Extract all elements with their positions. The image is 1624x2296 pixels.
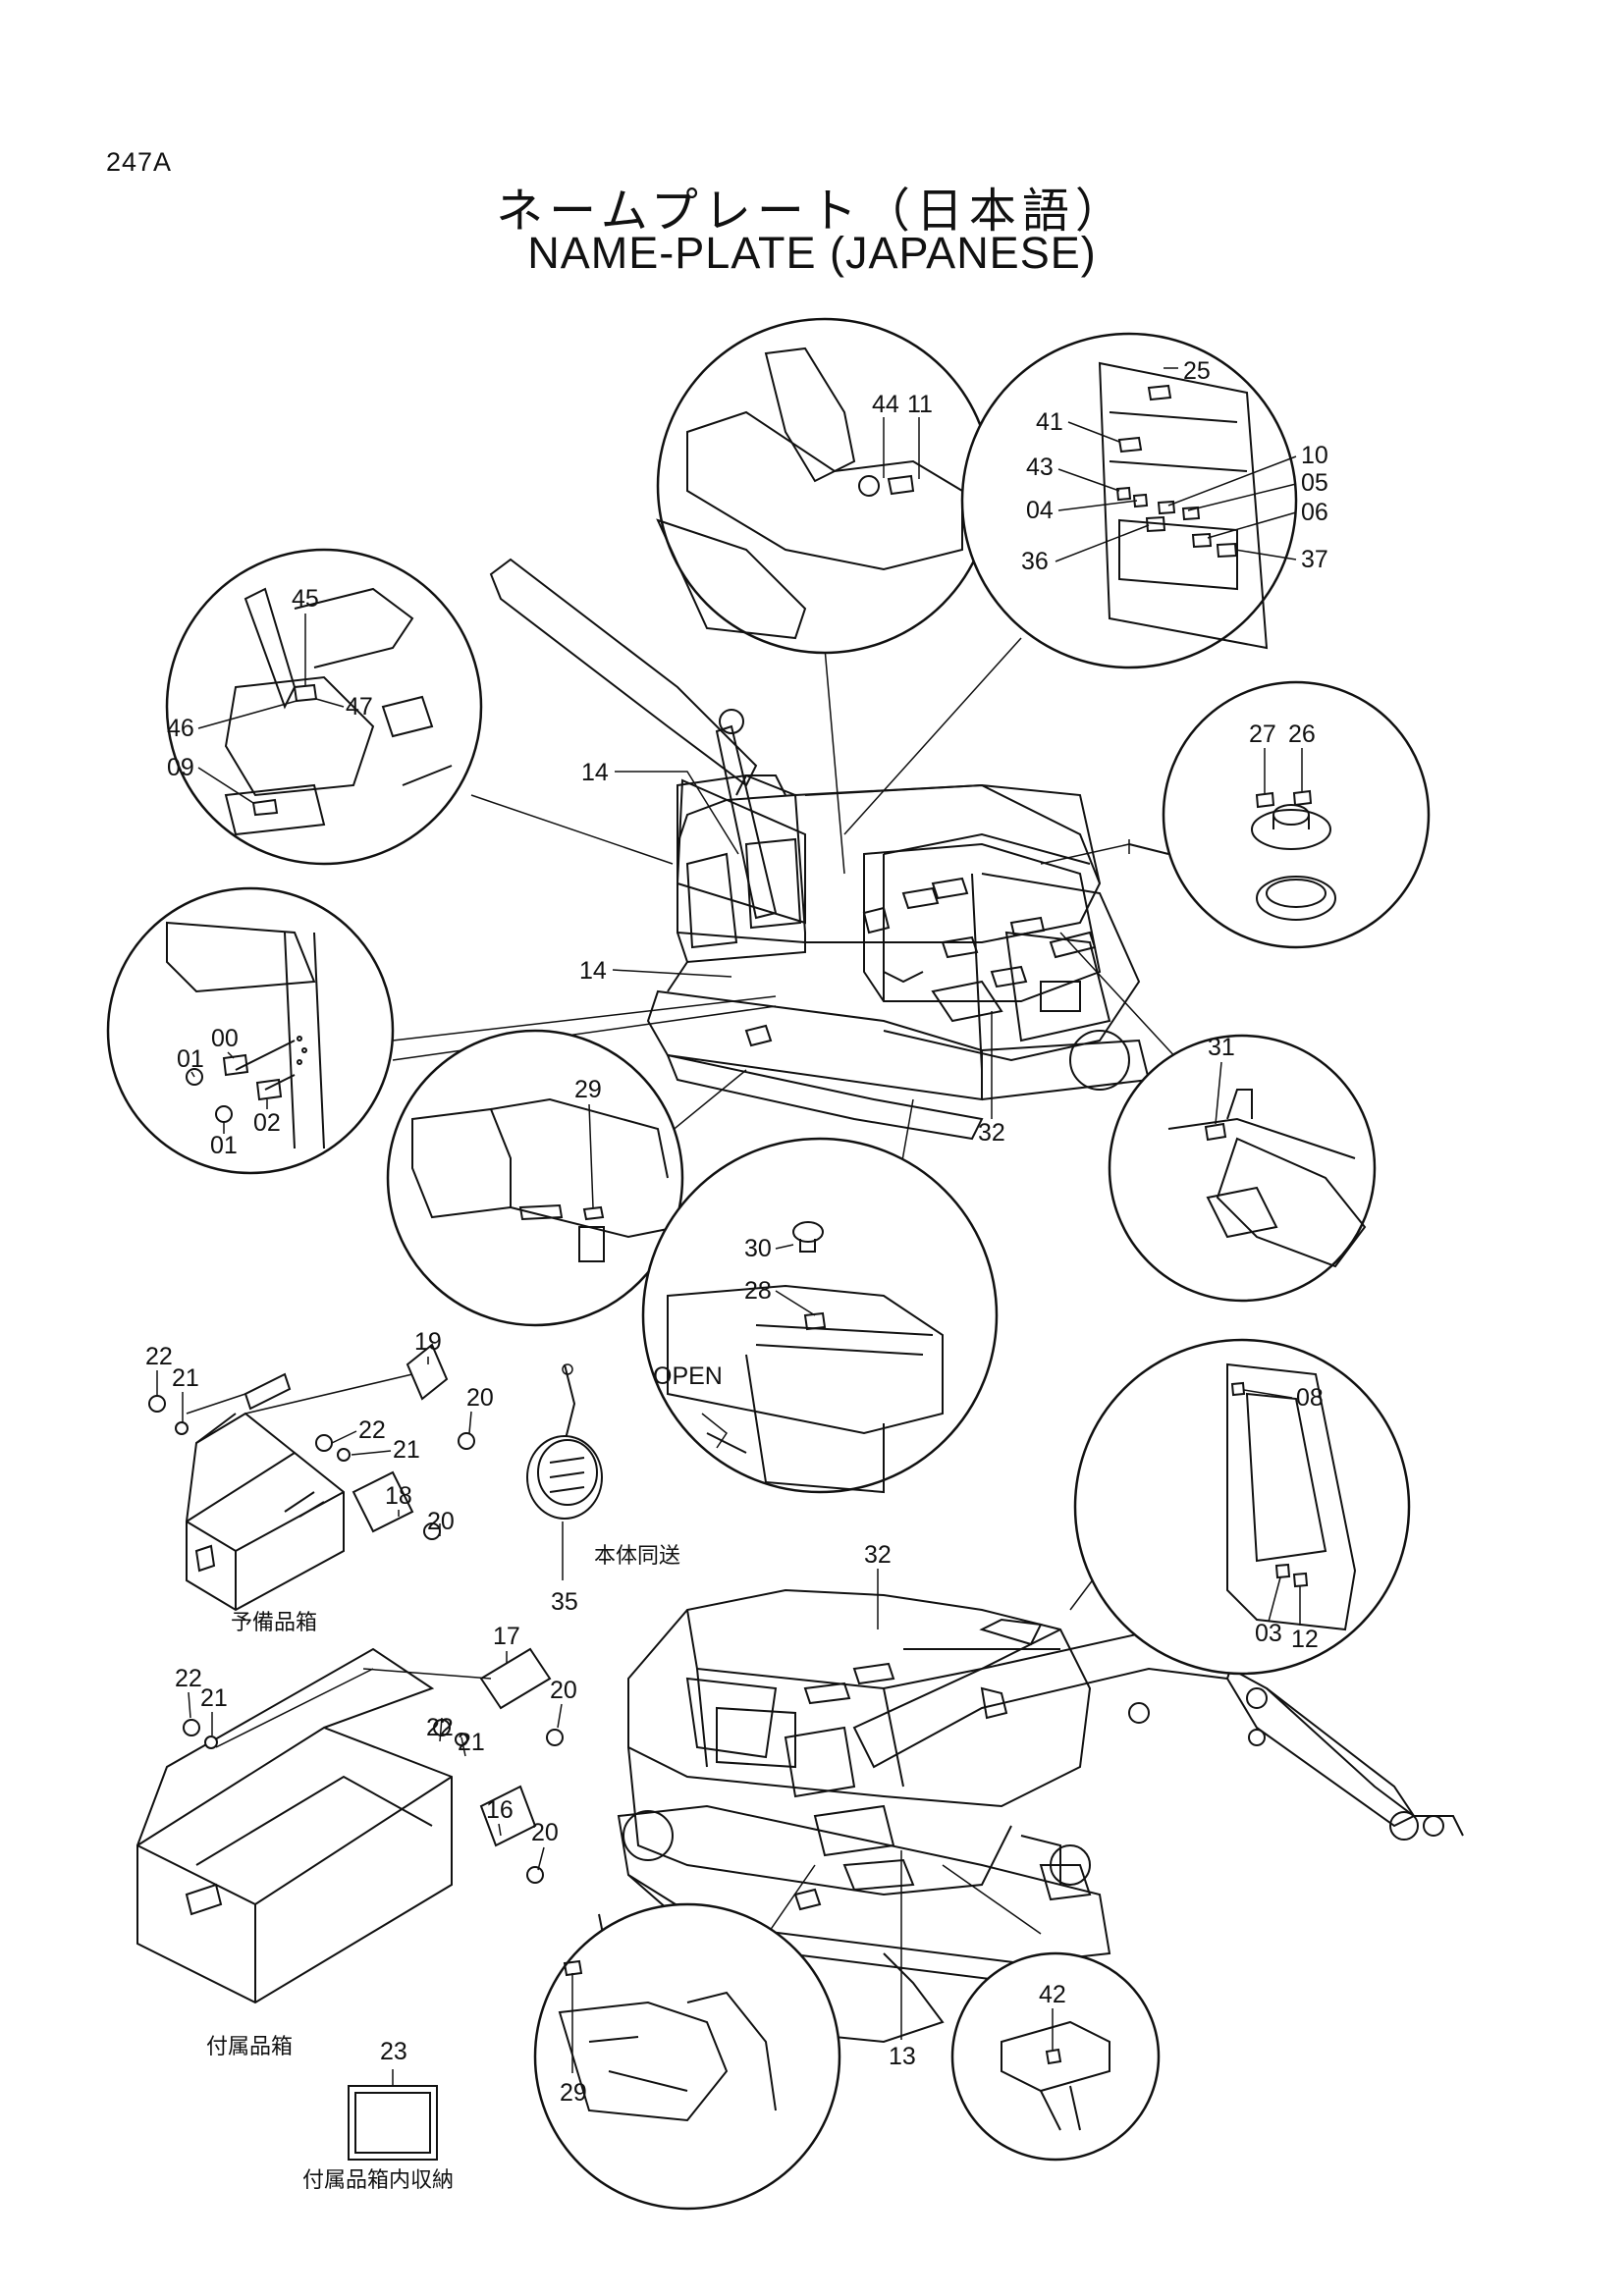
- detail-circle-cap: [1128, 680, 1431, 949]
- callout-10: 10: [1301, 442, 1328, 469]
- hanging-tag: [526, 1363, 603, 1580]
- callout-20-a: 20: [466, 1384, 494, 1412]
- callout-31: 31: [1208, 1034, 1235, 1061]
- callout-12: 12: [1291, 1626, 1319, 1653]
- note-labels: OPEN 予備品箱 付属品箱 本体同送 付属品箱内収納: [206, 1362, 729, 2193]
- shipped-with-body-label: 本体同送: [594, 1544, 680, 1569]
- callout-25: 25: [1183, 357, 1211, 385]
- callout-20-b: 20: [427, 1508, 455, 1535]
- callout-04: 04: [1026, 497, 1054, 524]
- detail-circle-door-right: [1073, 1338, 1411, 1676]
- callout-00: 00: [211, 1025, 239, 1052]
- callout-44: 44: [872, 391, 899, 418]
- callout-21-c: 21: [200, 1684, 228, 1712]
- detail-circle-seat: [165, 548, 483, 866]
- callout-labels: 25 41 10 43 05 04 06 36 37 44 11 45 47 4…: [145, 357, 1328, 2107]
- excavator-upper: [489, 558, 1151, 1141]
- title-english: NAME-PLATE (JAPANESE): [527, 228, 1097, 278]
- manual-book: [348, 2069, 438, 2161]
- callout-20-d: 20: [531, 1819, 559, 1846]
- open-label: OPEN: [653, 1362, 723, 1390]
- callout-41: 41: [1036, 408, 1063, 436]
- stored-in-tool-box-label: 付属品箱内収納: [302, 2168, 454, 2193]
- callout-19: 19: [414, 1328, 442, 1356]
- spare-box-label: 予備品箱: [231, 1611, 317, 1635]
- callout-35: 35: [551, 1588, 578, 1616]
- detail-circle-pipe: [1108, 1034, 1377, 1303]
- tool-box-label: 付属品箱: [206, 2035, 293, 2059]
- callout-06: 06: [1301, 499, 1328, 526]
- callout-29-bottom: 29: [560, 2079, 587, 2107]
- callout-13: 13: [889, 2043, 916, 2070]
- callout-01-bottom: 01: [210, 1132, 238, 1159]
- callout-28: 28: [744, 1277, 772, 1305]
- callout-20-c: 20: [550, 1677, 577, 1704]
- callout-01-top: 01: [177, 1045, 204, 1073]
- callout-11: 11: [907, 391, 933, 418]
- callout-37: 37: [1301, 546, 1328, 573]
- callout-42: 42: [1039, 1981, 1066, 2008]
- detail-circle-lever: [656, 317, 994, 655]
- diagram-code: 247A: [106, 147, 173, 177]
- callout-21-a: 21: [172, 1364, 199, 1392]
- callout-36: 36: [1021, 548, 1049, 575]
- callout-32-bottom: 32: [864, 1541, 892, 1569]
- callout-22-b: 22: [358, 1416, 386, 1444]
- callout-08: 08: [1296, 1384, 1324, 1412]
- callout-43: 43: [1026, 454, 1054, 481]
- callout-47: 47: [346, 693, 373, 721]
- detail-circle-panel: [960, 332, 1298, 669]
- callout-16: 16: [486, 1796, 514, 1824]
- callout-21-b: 21: [393, 1436, 420, 1464]
- callout-09: 09: [167, 754, 194, 781]
- callout-26: 26: [1288, 721, 1316, 748]
- callout-14-top: 14: [581, 759, 609, 786]
- callout-05: 05: [1301, 469, 1328, 497]
- callout-02: 02: [253, 1109, 281, 1137]
- callout-14-mid: 14: [579, 957, 607, 985]
- detail-circle-door: [106, 886, 395, 1175]
- callout-29-top: 29: [574, 1076, 602, 1103]
- callout-03: 03: [1255, 1620, 1282, 1647]
- callout-45: 45: [292, 585, 319, 613]
- callout-21-d: 21: [458, 1729, 485, 1756]
- detail-circle-hood: [641, 1137, 999, 1494]
- tool-box: [136, 1647, 564, 2004]
- detail-circle-track-lower: [533, 1902, 841, 2211]
- callout-30: 30: [744, 1235, 772, 1262]
- callout-22-c: 22: [175, 1665, 202, 1692]
- title-japanese: ネームプレート（日本語）: [496, 184, 1128, 239]
- callout-27: 27: [1249, 721, 1276, 748]
- detail-circle-track: [386, 1029, 684, 1327]
- callout-23: 23: [380, 2038, 407, 2065]
- callout-18: 18: [385, 1482, 412, 1510]
- callout-22-a: 22: [145, 1343, 173, 1370]
- callout-32-top: 32: [978, 1119, 1005, 1147]
- callout-17: 17: [493, 1623, 520, 1650]
- detail-circle-bracket: [950, 1951, 1161, 2162]
- callout-46: 46: [167, 715, 194, 742]
